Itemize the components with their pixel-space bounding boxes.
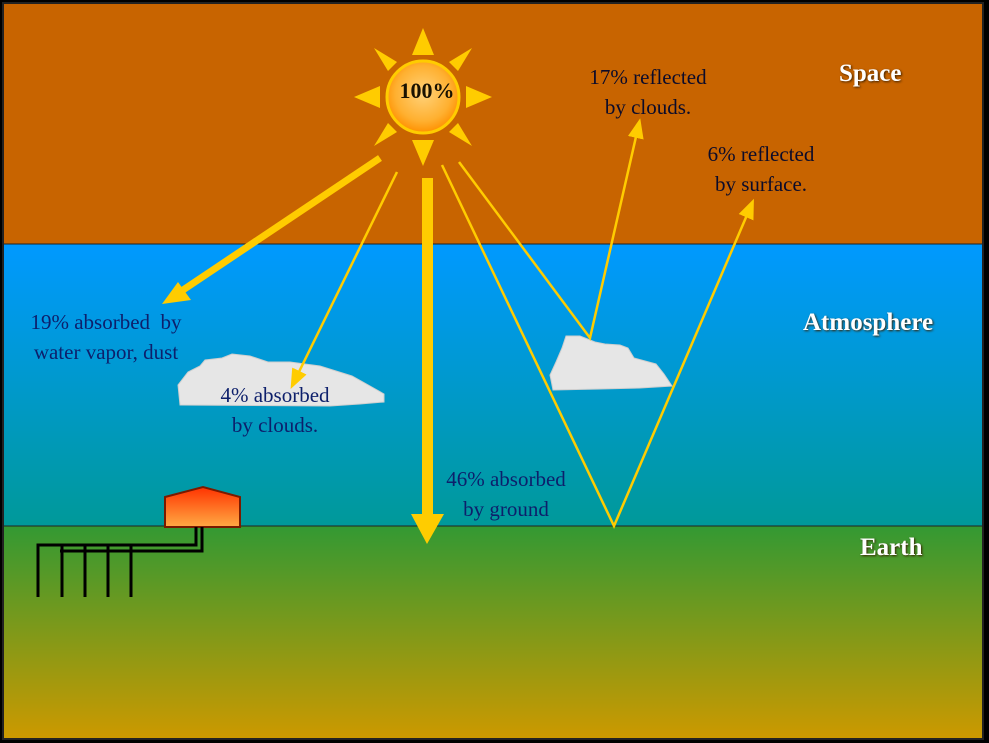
absorbed-ground-label: 46% absorbed by ground [428, 464, 584, 524]
absorbed-vapor-line2: water vapor, dust [33, 340, 179, 364]
ray-ground-arrowhead [411, 514, 444, 544]
cloud-right [549, 335, 673, 391]
ray-vapor-shaft [178, 155, 382, 295]
earth-layer [4, 526, 982, 738]
reflected-surface-line2: by surface. [714, 172, 808, 196]
reflected-clouds-line1: 17% reflected [589, 65, 707, 89]
house-icon [36, 485, 241, 597]
reflected-clouds-label: 17% reflected by clouds. [568, 62, 728, 122]
space-layer [4, 4, 982, 244]
absorbed-clouds-line1: 4% absorbed [220, 383, 330, 407]
absorbed-clouds-label: 4% absorbed by clouds. [200, 380, 350, 440]
absorbed-ground-line1: 46% absorbed [446, 467, 566, 491]
atmosphere-layer [4, 244, 982, 526]
ray-vapor-arrowhead [162, 282, 191, 304]
reflected-surface-label: 6% reflected by surface. [684, 139, 838, 199]
absorbed-ground-line2: by ground [463, 497, 549, 521]
absorbed-vapor-label: 19% absorbed by water vapor, dust [8, 307, 204, 367]
sun-icon [354, 28, 492, 166]
ray-cloud-absorb [290, 171, 399, 389]
sun-percent-label: 100% [399, 78, 455, 103]
ray-surface-reflect [440, 164, 754, 530]
atmosphere-layer-label: Atmosphere [803, 309, 934, 336]
absorbed-vapor-line1: 19% absorbed by [30, 310, 182, 334]
reflected-clouds-line2: by clouds. [604, 95, 692, 119]
earth-layer-label: Earth [860, 534, 923, 561]
cloud-left [177, 353, 385, 407]
space-layer-label: Space [839, 60, 902, 87]
reflected-surface-line1: 6% reflected [707, 142, 815, 166]
absorbed-clouds-line2: by clouds. [231, 413, 319, 437]
ray-cloud-reflect [457, 118, 644, 341]
ray-ground-shaft [422, 178, 433, 518]
